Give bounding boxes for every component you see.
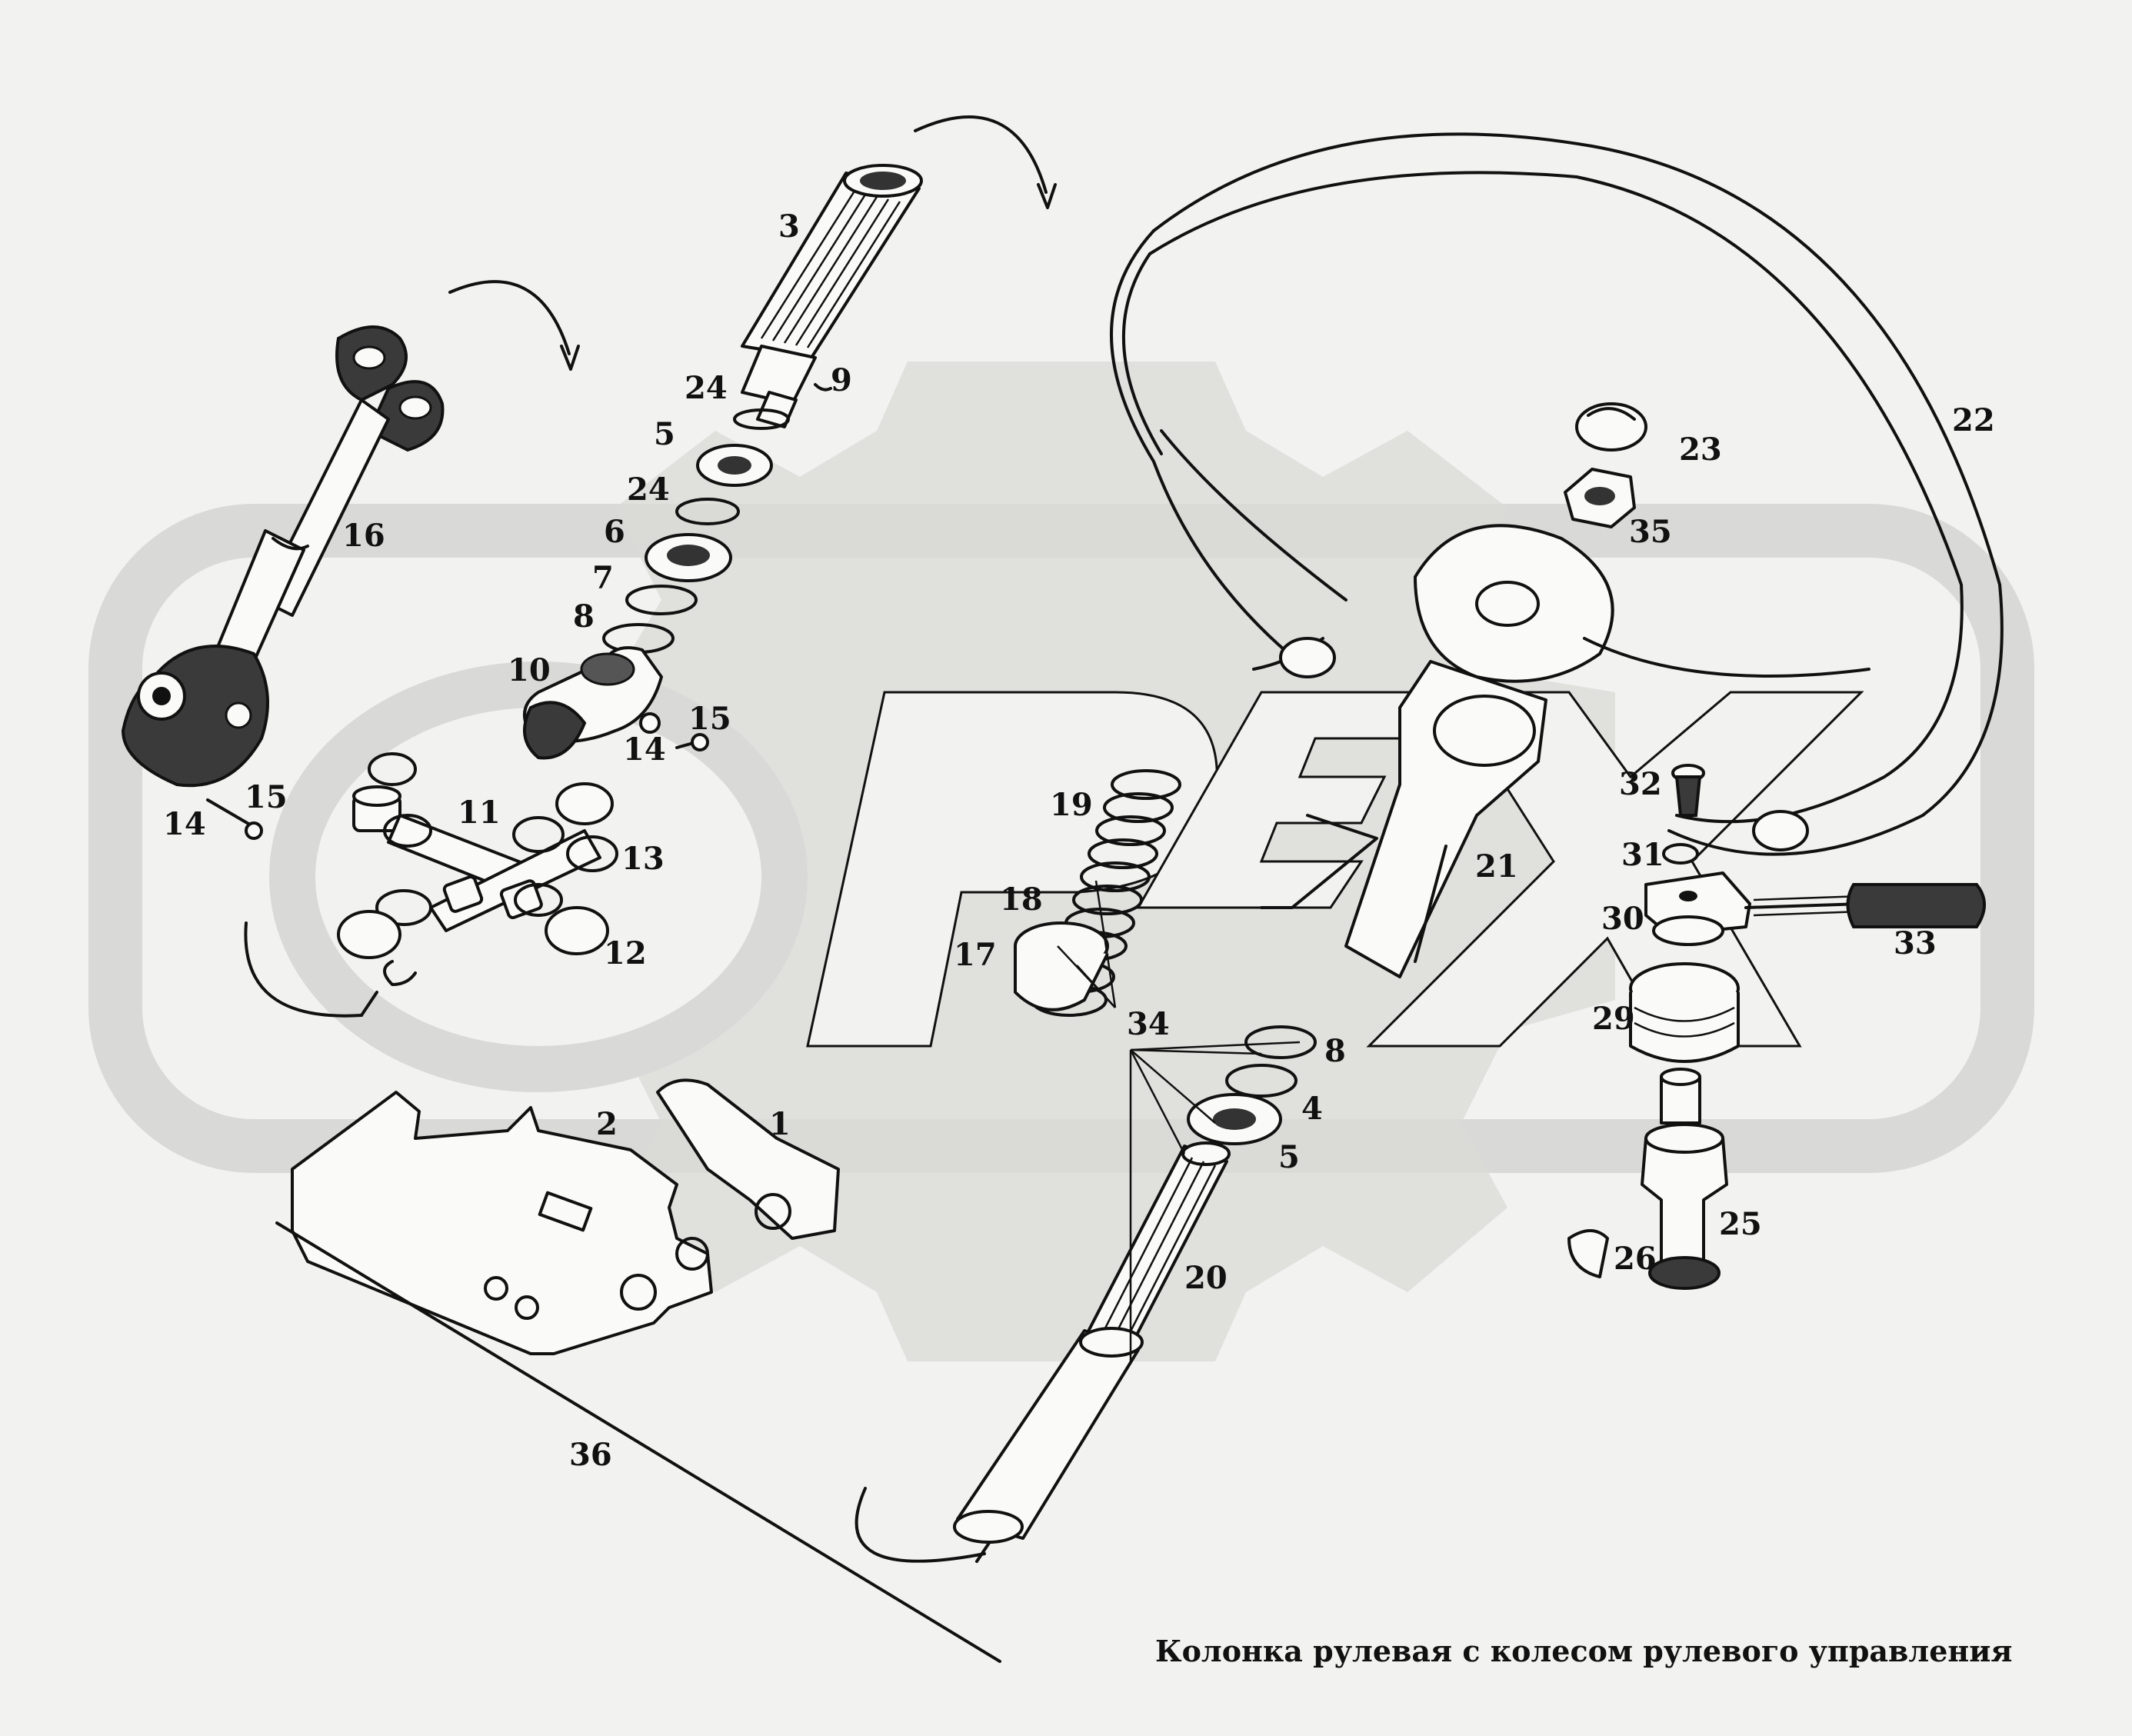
diagram-caption: Колонка рулевая с колесом рулевого управ… bbox=[1155, 1634, 2012, 1668]
rotation-arrows bbox=[244, 115, 1057, 1563]
parts-29-33-switch bbox=[1629, 764, 1986, 1063]
callouts: 3 9 24 5 24 6 7 8 10 15 14 16 15 14 11 1… bbox=[163, 208, 1995, 1473]
callout-36: 36 bbox=[569, 1437, 612, 1473]
callout-34: 34 bbox=[1127, 1006, 1170, 1042]
callout-14-right: 14 bbox=[623, 731, 666, 768]
callout-8-lower: 8 bbox=[1324, 1033, 1346, 1069]
callout-9: 9 bbox=[831, 362, 852, 398]
callout-23: 23 bbox=[1679, 432, 1722, 468]
callout-10: 10 bbox=[508, 652, 551, 688]
callout-16: 16 bbox=[342, 518, 385, 554]
callout-3: 3 bbox=[778, 208, 800, 245]
callout-31: 31 bbox=[1621, 837, 1664, 873]
bearing-stack-lower bbox=[1187, 1025, 1317, 1145]
callout-33: 33 bbox=[1894, 925, 1937, 961]
callout-7: 7 bbox=[592, 560, 614, 596]
part-22-steering-wheel bbox=[1110, 132, 2004, 856]
callout-13: 13 bbox=[621, 841, 665, 877]
callout-15-right: 15 bbox=[688, 701, 731, 737]
callout-19: 19 bbox=[1050, 787, 1093, 823]
callout-21: 21 bbox=[1475, 848, 1518, 885]
callout-24-lower: 24 bbox=[627, 471, 670, 508]
part-3-splined-shaft bbox=[741, 164, 923, 428]
bearing-stack-upper bbox=[523, 383, 832, 760]
parts-25-26-shaft-stub bbox=[1567, 1068, 1728, 1290]
part-34-leaders bbox=[1057, 880, 1301, 1361]
part-16-cardan-shaft bbox=[121, 325, 445, 840]
callout-5-upper: 5 bbox=[654, 416, 675, 452]
part-11-universal-cross bbox=[337, 752, 618, 986]
part-21-column-housing bbox=[1260, 660, 1547, 978]
callout-30: 30 bbox=[1601, 901, 1644, 937]
callout-35: 35 bbox=[1629, 514, 1672, 550]
callout-17: 17 bbox=[954, 937, 997, 973]
callout-24-upper: 24 bbox=[685, 370, 728, 406]
callout-5-lower: 5 bbox=[1278, 1139, 1300, 1175]
callout-32: 32 bbox=[1619, 766, 1662, 802]
callout-11: 11 bbox=[458, 795, 501, 831]
parts-1-2-brackets bbox=[275, 1078, 1001, 1663]
callout-26: 26 bbox=[1614, 1241, 1657, 1277]
callout-6: 6 bbox=[604, 514, 625, 550]
callout-4: 4 bbox=[1301, 1091, 1323, 1127]
part-20-lower-shaft bbox=[953, 1141, 1231, 1544]
callout-1: 1 bbox=[769, 1106, 791, 1142]
callout-2: 2 bbox=[596, 1106, 618, 1142]
callout-29: 29 bbox=[1592, 1001, 1635, 1037]
callout-20: 20 bbox=[1184, 1260, 1228, 1296]
callout-12: 12 bbox=[604, 935, 647, 971]
callout-22: 22 bbox=[1952, 402, 1995, 438]
callout-15-left: 15 bbox=[245, 779, 288, 815]
parts-23-35-nut-cap bbox=[1564, 402, 1647, 528]
callout-18: 18 bbox=[1000, 881, 1043, 918]
callout-25: 25 bbox=[1719, 1206, 1762, 1242]
callout-14-left: 14 bbox=[163, 806, 206, 842]
callout-8-upper: 8 bbox=[573, 598, 595, 635]
